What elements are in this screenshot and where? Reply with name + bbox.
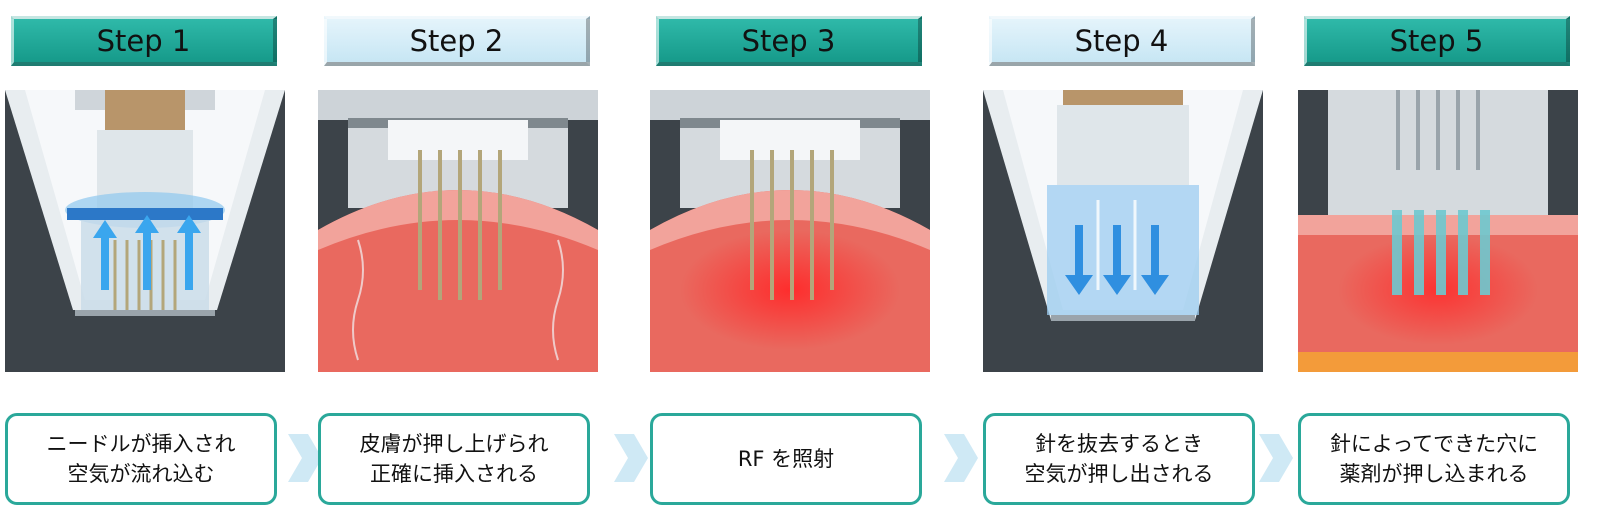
caption-line: 正確に挿入される bbox=[370, 462, 538, 486]
step-1-caption: ニードルが挿入され 空気が流れ込む bbox=[5, 413, 277, 505]
caption-line: 空気が流れ込む bbox=[67, 462, 215, 486]
step-2-illustration bbox=[318, 90, 598, 372]
step-2-banner: Step 2 bbox=[324, 16, 590, 66]
step-2-caption: 皮膚が押し上げられ 正確に挿入される bbox=[318, 413, 590, 505]
chevron-right-icon bbox=[284, 432, 324, 484]
chevron-right-icon bbox=[610, 432, 650, 484]
caption-line: 針を抜去するとき bbox=[1035, 431, 1203, 456]
step-4-banner: Step 4 bbox=[989, 16, 1255, 66]
step-3-caption: RF を照射 bbox=[650, 413, 922, 505]
step-5: Step 5 bbox=[1298, 0, 1578, 522]
step-5-banner: Step 5 bbox=[1304, 16, 1570, 66]
caption-line: ニードルが挿入され bbox=[46, 431, 236, 456]
chevron-right-icon bbox=[940, 432, 980, 484]
step-1: Step 1 bbox=[5, 0, 285, 522]
caption-line: 皮膚が押し上げられ bbox=[359, 431, 549, 456]
step-4-caption: 針を抜去するとき 空気が押し出される bbox=[983, 413, 1255, 505]
step-4-illustration bbox=[983, 90, 1263, 372]
caption-line: 針によってできた穴に bbox=[1329, 431, 1539, 456]
step-5-illustration bbox=[1298, 90, 1578, 372]
caption-line: 薬剤が押し込まれる bbox=[1339, 462, 1529, 486]
step-4: Step 4 針を抜去するとき 空気が押し出される bbox=[983, 0, 1263, 522]
step-5-caption: 針によってできた穴に 薬剤が押し込まれる bbox=[1298, 413, 1570, 505]
step-1-illustration bbox=[5, 90, 285, 372]
caption-line: RF を照射 bbox=[737, 446, 835, 471]
caption-line: 空気が押し出される bbox=[1024, 462, 1214, 486]
chevron-right-icon bbox=[1255, 432, 1295, 484]
step-3-illustration bbox=[650, 90, 930, 372]
step-2: Step 2 皮膚が押し上げられ 正確に挿入される bbox=[318, 0, 598, 522]
step-3: Step 3 R bbox=[650, 0, 930, 522]
step-1-banner: Step 1 bbox=[11, 16, 277, 66]
step-3-banner: Step 3 bbox=[656, 16, 922, 66]
